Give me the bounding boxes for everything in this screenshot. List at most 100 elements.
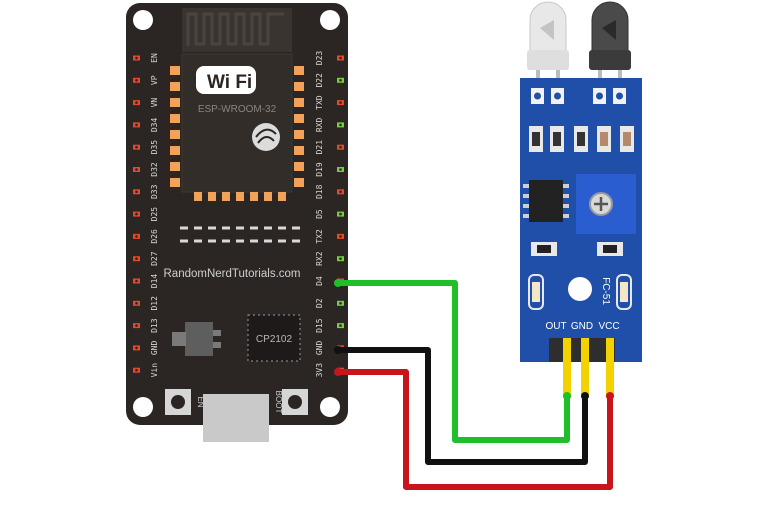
sensor-pin-vcc	[606, 338, 614, 398]
wire-end-esp-gnd	[334, 346, 342, 354]
header-pin-hole	[339, 257, 342, 261]
voltage-regulator	[172, 322, 221, 356]
mount-hole	[133, 10, 153, 30]
wire-end-d4	[334, 279, 342, 287]
pin-label-right-tx2: TX2	[315, 229, 324, 244]
usb-connector	[203, 394, 269, 442]
ir-receiver-led	[589, 1, 631, 92]
header-pin-hole	[339, 168, 342, 171]
indicator-leds	[528, 274, 632, 310]
left-pin-header: ENVPVND34D35D32D33D25D26D27D14D12D13GNDV…	[133, 53, 159, 377]
pin-label-right-d23: D23	[315, 51, 324, 66]
wire-d4-out[interactable]	[338, 280, 570, 443]
pin-label-right-d18: D18	[315, 184, 324, 199]
antenna-area	[182, 8, 292, 52]
pin-label-left-gnd: GND	[150, 340, 159, 355]
pin-label-left-d25: D25	[150, 207, 159, 222]
pin-label-gnd: GND	[571, 321, 593, 332]
pin-label-left-d13: D13	[150, 318, 159, 333]
antenna-trace	[186, 12, 284, 46]
boot-button[interactable]	[282, 389, 308, 415]
header-pin-hole	[135, 257, 138, 261]
wifi-logo-text: Wi Fi	[207, 72, 252, 93]
sensor-pin-out	[563, 338, 571, 398]
header-pin-hole	[135, 145, 138, 149]
pin-label-left-d34: D34	[150, 117, 159, 132]
pin-label-right-d5: D5	[315, 209, 324, 219]
pin-label-left-vn: VN	[150, 98, 159, 108]
header-pin-hole	[339, 324, 342, 327]
wire-3v3-vcc[interactable]	[338, 369, 613, 490]
cp2102-chip: CP2102	[247, 314, 301, 362]
esp-wroom-module: Wi Fi ESP-WROOM-32	[181, 53, 293, 193]
pin-label-left-d14: D14	[150, 274, 159, 289]
header-pin-hole	[339, 235, 342, 238]
header-pin-hole	[339, 302, 342, 305]
pin-label-right-d21: D21	[315, 140, 324, 155]
header-pin-hole	[135, 168, 138, 171]
pin-label-right-gnd: GND	[315, 340, 324, 355]
mount-hole	[320, 10, 340, 30]
pin-label-right-txd: TXD	[315, 95, 324, 110]
pin-label-out: OUT	[545, 321, 566, 332]
header-pin-hole	[339, 123, 342, 127]
wire-gnd-gnd[interactable]	[338, 347, 588, 465]
pin-label-right-rx2: RX2	[315, 251, 324, 266]
header-pin-hole	[135, 56, 138, 60]
led-pads	[531, 88, 626, 104]
pin-label-left-d33: D33	[150, 184, 159, 199]
header-pin-hole	[135, 324, 138, 327]
sensor-mount-hole	[568, 277, 592, 301]
pin-label-right-3v3: 3V3	[315, 363, 324, 378]
pin-label-left-en: EN	[150, 53, 159, 63]
sensor-model-label: FC-51	[600, 277, 611, 305]
pin-label-vcc: VCC	[598, 321, 619, 332]
module-label: ESP-WROOM-32	[198, 104, 277, 115]
pin-label-right-d15: D15	[315, 318, 324, 333]
pin-label-left-d35: D35	[150, 140, 159, 155]
en-button-label: EN	[196, 396, 205, 407]
smd-resistors	[529, 126, 634, 152]
pin-label-left-d32: D32	[150, 162, 159, 177]
website-label: RandomNerdTutorials.com	[164, 268, 301, 280]
wires	[334, 279, 614, 490]
sensor-pin-gnd	[581, 338, 589, 398]
header-pin-hole	[339, 145, 342, 149]
pin-label-right-d4: D4	[315, 276, 324, 286]
header-pin-hole	[135, 79, 138, 82]
header-pin-hole	[135, 346, 138, 350]
ir-emitter-led	[527, 1, 569, 92]
header-pin-hole	[135, 190, 138, 194]
header-pin-hole	[135, 101, 138, 104]
pin-label-left-d12: D12	[150, 296, 159, 311]
mount-hole	[133, 397, 153, 417]
header-pin-hole	[135, 123, 138, 127]
usb-chip-label: CP2102	[256, 334, 293, 345]
header-pin-hole	[339, 79, 342, 82]
mount-hole	[320, 397, 340, 417]
header-pin-hole	[135, 212, 138, 216]
pin-label-right-rxd: RXD	[315, 117, 324, 132]
ir-sensor-module: FC-51 OUT GND VCC	[520, 1, 642, 362]
wire-end-out	[563, 392, 571, 400]
en-button[interactable]	[165, 389, 191, 415]
right-pin-header: D23D22TXDRXDD21D19D18D5TX2RX2D4D2D15GND3…	[315, 51, 344, 378]
header-pin-hole	[339, 56, 342, 60]
comparator-ic	[523, 180, 569, 222]
wire-end-vcc	[606, 392, 614, 400]
header-pin-hole	[339, 190, 342, 194]
smd-capacitors	[531, 242, 623, 256]
potentiometer[interactable]	[576, 174, 636, 234]
wire-end-3v3	[334, 368, 342, 376]
pin-label-right-d19: D19	[315, 162, 324, 177]
module-pads	[170, 66, 304, 201]
header-pin-hole	[339, 101, 342, 104]
pin-label-right-d22: D22	[315, 73, 324, 88]
pin-label-left-d27: D27	[150, 251, 159, 266]
header-pin-hole	[135, 235, 138, 238]
wifi-logo	[196, 66, 256, 94]
wire-end-gnd	[581, 392, 589, 400]
header-pin-hole	[339, 212, 342, 216]
esp32-board: Wi Fi ESP-WROOM-32	[126, 3, 348, 442]
pin-label-left-vin: Vin	[150, 363, 159, 378]
